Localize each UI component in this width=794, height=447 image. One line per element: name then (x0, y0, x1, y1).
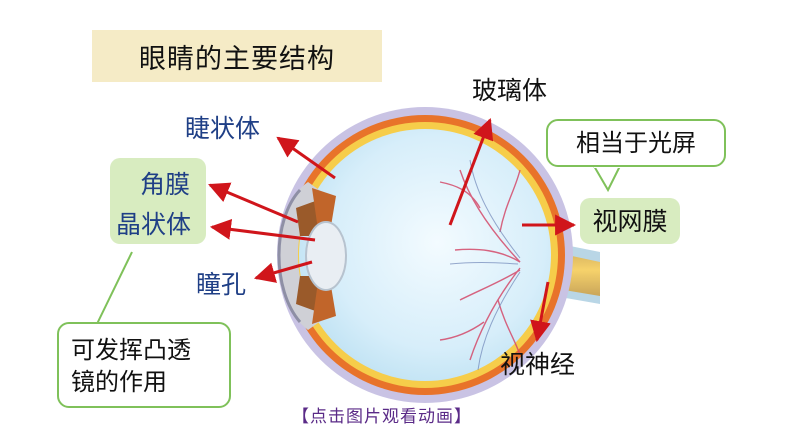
label-cornea: 角膜 (140, 170, 191, 199)
lens-note-tail (94, 251, 133, 327)
label-lens: 晶状体 (116, 210, 192, 239)
lens-note-box: 可发挥凸透 镜的作用 (57, 322, 231, 408)
label-optic-nerve: 视神经 (500, 350, 576, 379)
arrow-vitreous (448, 118, 494, 226)
arrow-lens (209, 218, 316, 242)
page-title: 眼睛的主要结构 (139, 43, 335, 75)
retina-note-text: 相当于光屏 (576, 129, 696, 157)
cornea-lens-highlight (110, 158, 206, 244)
retina-note-box: 相当于光屏 (546, 119, 726, 167)
retina-vessels (439, 169, 521, 361)
label-retina: 视网膜 (592, 206, 668, 236)
lens-note-line1: 可发挥凸透 (71, 336, 191, 364)
play-animation-link[interactable]: 【点击图片观看动画】 (292, 407, 472, 427)
label-ciliary-body: 睫状体 (185, 114, 261, 143)
arrow-cornea (208, 182, 299, 224)
arrow-pupil (253, 260, 313, 283)
retina-note-tail (593, 165, 621, 193)
lens-note-line2: 镜的作用 (71, 368, 167, 396)
arrow-optic-nerve (530, 281, 551, 343)
lens-shape (305, 221, 347, 291)
arrow-ciliary-body (276, 136, 336, 180)
label-vitreous-body: 玻璃体 (472, 76, 548, 105)
label-pupil: 瞳孔 (196, 270, 247, 299)
retina-label-box: 视网膜 (580, 198, 680, 244)
title-box: 眼睛的主要结构 (92, 30, 382, 82)
